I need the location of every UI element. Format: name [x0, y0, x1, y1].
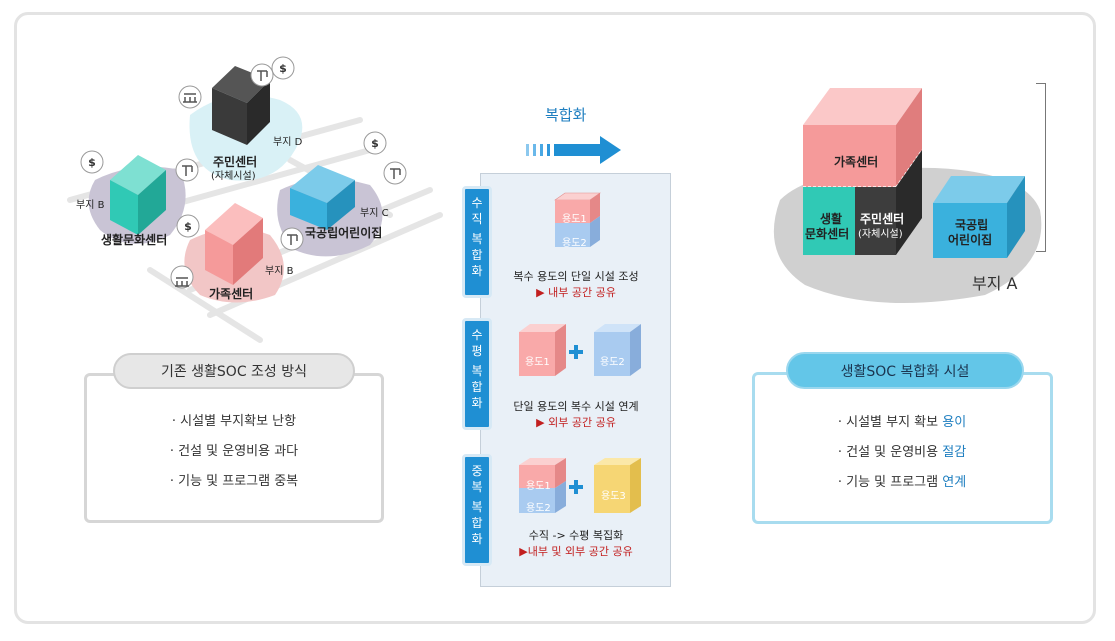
- svg-text:$: $: [371, 137, 379, 150]
- resident-center-label: 주민센터: [860, 212, 905, 226]
- mixed-share: ▶내부 및 외부 공간 공유: [519, 545, 633, 558]
- crane-icon: [175, 158, 199, 182]
- culture-center-label-line1: 생활: [820, 212, 843, 226]
- mixed-cubes: [519, 458, 641, 513]
- list-item: · 기능 및 프로그램 연계: [837, 475, 967, 490]
- list-item: · 건설 및 운영비용 절감: [837, 445, 967, 460]
- height-bracket: [1036, 83, 1046, 252]
- dollar-icon: $: [176, 214, 200, 238]
- culture-center-label: 생활문화센터: [101, 233, 168, 247]
- dollar-icon: $: [363, 131, 387, 155]
- use2-label: 용도2: [600, 357, 625, 368]
- combined-facility-box: [752, 372, 1053, 524]
- family-center-label: 가족센터: [834, 155, 879, 169]
- existing-method-box: [84, 373, 384, 523]
- horizontal-desc: 단일 용도의 복수 시설 연계: [513, 400, 639, 413]
- list-item: · 시설별 부지확보 난항: [171, 414, 297, 429]
- resident-center-label: 주민센터: [213, 155, 258, 169]
- vertical-stack-cubes: [554, 192, 601, 247]
- culture-center-label-line2: 문화센터: [805, 227, 850, 241]
- svg-text:$: $: [88, 156, 96, 169]
- culture-center-cube: [110, 155, 166, 235]
- daycare-label-line2: 어린이집: [948, 233, 993, 247]
- mixed-desc: 수직 -> 수평 복집화: [528, 529, 624, 542]
- use3-label: 용도3: [601, 491, 626, 502]
- existing-method-list: · 시설별 부지확보 난항 · 건설 및 운영비용 과다 · 기능 및 프로그램…: [84, 407, 384, 497]
- crane-icon: [250, 63, 274, 87]
- resident-center-sub-label: (자체시설): [211, 171, 256, 182]
- combined-facility-title: 생활SOC 복합화 시설: [786, 352, 1024, 389]
- daycare-label: 국공립어린이집: [305, 226, 383, 240]
- vertical-share: ▶ 내부 공간 공유: [536, 286, 616, 299]
- site-d-label: 부지 D: [273, 137, 303, 148]
- site-b-top-label: 부지 B: [76, 200, 105, 211]
- combined-facility-list: · 시설별 부지 확보 용이 · 건설 및 운영비용 절감 · 기능 및 프로그…: [752, 408, 1052, 498]
- svg-text:$: $: [279, 62, 287, 75]
- existing-method-title: 기존 생활SOC 조성 방식: [113, 353, 355, 389]
- existing-method-illustration: $ $ $ $: [67, 56, 443, 343]
- horizontal-share: ▶ 외부 공간 공유: [536, 416, 616, 429]
- dollar-icon: $: [80, 150, 104, 174]
- use1-label: 용도1: [526, 481, 551, 492]
- dollar-icon: $: [271, 56, 295, 80]
- family-center-cube: [205, 203, 263, 285]
- site-b-bottom-label: 부지 B: [265, 266, 294, 277]
- combined-facility-illustration: [773, 88, 1042, 303]
- use2-label: 용도2: [562, 238, 587, 249]
- use1-label: 용도1: [525, 357, 550, 368]
- use2-label: 용도2: [526, 503, 551, 514]
- family-center-label: 가족센터: [209, 287, 254, 301]
- site-a-label: 부지 A: [972, 274, 1018, 293]
- crane-icon: [280, 227, 304, 251]
- arrow-right-icon: [526, 136, 621, 164]
- vertical-desc: 복수 용도의 단일 시설 조성: [513, 270, 639, 283]
- use1-label: 용도1: [562, 214, 587, 225]
- list-item: · 시설별 부지 확보 용이: [837, 415, 967, 430]
- svg-text:$: $: [184, 220, 192, 233]
- crane-icon: [383, 161, 407, 185]
- site-c-label: 부지 C: [360, 208, 389, 219]
- daycare-cube: [290, 165, 355, 230]
- combination-caption: 복합화: [545, 106, 587, 124]
- list-item: · 기능 및 프로그램 중복: [169, 474, 299, 489]
- resident-center-sub-label: (자체시설): [858, 229, 903, 240]
- horizontal-link-cubes: [519, 324, 641, 376]
- daycare-label-line1: 국공립: [955, 218, 989, 232]
- list-item: · 건설 및 운영비용 과다: [169, 444, 299, 459]
